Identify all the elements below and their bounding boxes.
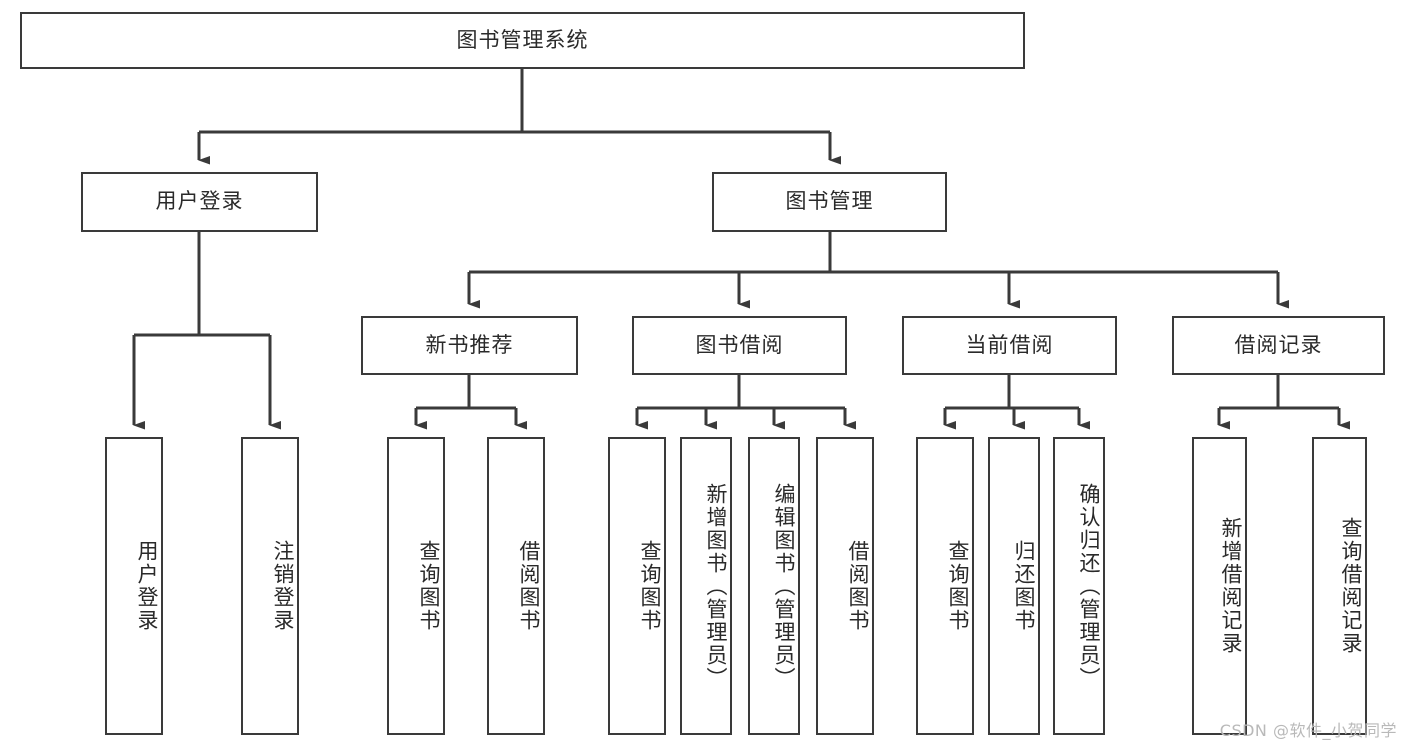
node-new-book-recommend[interactable]: 新书推荐 (361, 316, 578, 375)
node-leaf-add-book-label: 新增图书（管理员） (704, 482, 728, 690)
node-leaf-borrow-book-1-label: 借阅图书 (517, 540, 541, 632)
node-user-login[interactable]: 用户登录 (81, 172, 318, 232)
node-book-manage-label: 图书管理 (785, 189, 874, 214)
node-leaf-query-book-1-label: 查询图书 (417, 540, 441, 632)
node-leaf-logout[interactable]: 注销登录 (241, 437, 299, 735)
node-leaf-borrow-book-2-label: 借阅图书 (846, 540, 870, 632)
node-leaf-return-book-label: 归还图书 (1012, 540, 1036, 632)
node-leaf-borrow-book-2[interactable]: 借阅图书 (816, 437, 874, 735)
node-book-borrow-label: 图书借阅 (695, 332, 784, 357)
node-leaf-edit-book[interactable]: 编辑图书（管理员） (748, 437, 800, 735)
node-leaf-query-book-3[interactable]: 查询图书 (916, 437, 974, 735)
node-new-book-recommend-label: 新书推荐 (425, 332, 514, 357)
node-root[interactable]: 图书管理系统 (20, 12, 1025, 69)
node-current-borrow[interactable]: 当前借阅 (902, 316, 1117, 375)
node-leaf-add-book[interactable]: 新增图书（管理员） (680, 437, 732, 735)
node-leaf-return-book[interactable]: 归还图书 (988, 437, 1040, 735)
node-leaf-add-borrow-record-label: 新增借阅记录 (1219, 517, 1243, 655)
node-borrow-record-label: 借阅记录 (1234, 332, 1323, 357)
node-leaf-user-login[interactable]: 用户登录 (105, 437, 163, 735)
node-current-borrow-label: 当前借阅 (965, 332, 1054, 357)
node-leaf-borrow-book-1[interactable]: 借阅图书 (487, 437, 545, 735)
node-leaf-confirm-return-label: 确认归还（管理员） (1077, 482, 1101, 690)
node-book-borrow[interactable]: 图书借阅 (632, 316, 847, 375)
node-leaf-query-book-3-label: 查询图书 (946, 540, 970, 632)
node-leaf-query-book-2[interactable]: 查询图书 (608, 437, 666, 735)
node-leaf-confirm-return[interactable]: 确认归还（管理员） (1053, 437, 1105, 735)
node-leaf-user-login-label: 用户登录 (135, 540, 159, 632)
node-leaf-query-borrow-record[interactable]: 查询借阅记录 (1312, 437, 1367, 735)
node-root-label: 图书管理系统 (456, 27, 589, 52)
node-leaf-add-borrow-record[interactable]: 新增借阅记录 (1192, 437, 1247, 735)
csdn-watermark: CSDN @软件_小贺同学 (1219, 721, 1397, 740)
node-leaf-query-borrow-record-label: 查询借阅记录 (1339, 517, 1363, 655)
node-leaf-edit-book-label: 编辑图书（管理员） (772, 482, 796, 690)
node-leaf-logout-label: 注销登录 (271, 540, 295, 632)
node-borrow-record[interactable]: 借阅记录 (1172, 316, 1385, 375)
node-leaf-query-book-1[interactable]: 查询图书 (387, 437, 445, 735)
node-leaf-query-book-2-label: 查询图书 (638, 540, 662, 632)
node-user-login-label: 用户登录 (155, 189, 244, 214)
node-book-manage[interactable]: 图书管理 (712, 172, 947, 232)
